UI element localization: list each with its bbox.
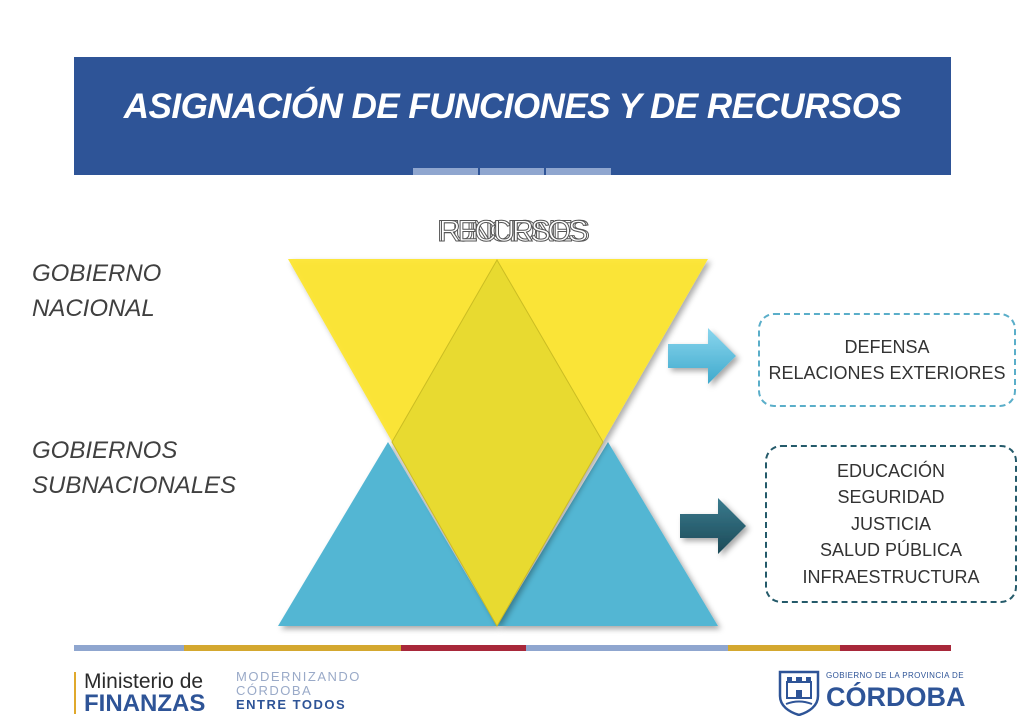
footer-color-bar	[74, 645, 951, 651]
label-gobiernos-subnacionales: GOBIERNOS SUBNACIONALES	[32, 437, 237, 499]
label-recursos: RECURSOS	[438, 215, 588, 249]
gobierno-small-text: GOBIERNO DE LA PROVINCIA DE	[826, 671, 964, 680]
title-banner: ASIGNACIÓN DE FUNCIONES Y DE RECURSOS	[74, 57, 951, 175]
slogan: MODERNIZANDO CÓRDOBA ENTRE TODOS	[236, 669, 361, 712]
blue-triangle-left	[278, 442, 497, 626]
gobierno-big-text: CÓRDOBA	[826, 682, 966, 712]
box-funciones-subnacionales: EDUCACIÓN SEGURIDAD JUSTICIA SALUD PÚBLI…	[765, 445, 1017, 603]
arrow-right-light-icon	[668, 328, 736, 384]
box-funciones-nacionales: DEFENSA RELACIONES EXTERIORES	[758, 313, 1016, 407]
arrow-right-dark-icon	[680, 498, 746, 554]
overlap-diamond	[391, 259, 604, 628]
ministerio-line1: Ministerio de	[84, 670, 204, 693]
blue-triangle-right	[497, 442, 718, 626]
cordoba-shield-icon	[778, 670, 820, 716]
footer-divider	[74, 672, 76, 714]
label-gobierno-nacional: GOBIERNO NACIONAL	[32, 260, 162, 322]
title-tab-strip	[413, 168, 612, 175]
ministerio-line2: FINANZAS	[84, 690, 206, 717]
page-title: ASIGNACIÓN DE FUNCIONES Y DE RECURSOS	[123, 87, 902, 126]
label-funciones: FUNCIONES	[437, 215, 591, 249]
